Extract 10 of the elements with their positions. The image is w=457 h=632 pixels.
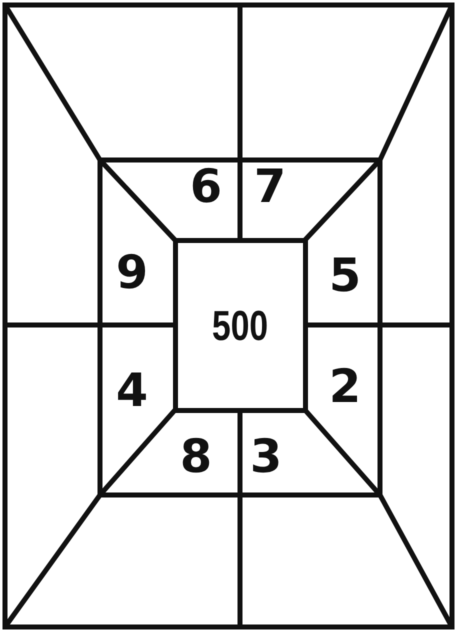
cell-number: 7 [254,163,286,209]
cell-number: 2 [329,363,361,409]
cell-number: 4 [116,367,148,413]
cell-number: 3 [250,433,282,479]
center-box [173,238,308,413]
center-number: 500 [212,302,269,350]
cell-number: 5 [329,252,361,298]
cell-number: 9 [116,249,148,295]
cell-number: 8 [180,433,212,479]
cell-number: 6 [190,163,222,209]
